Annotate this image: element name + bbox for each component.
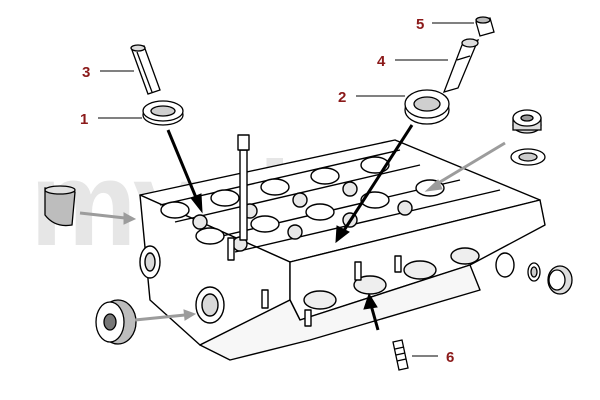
- gray-arrows: [79, 141, 506, 322]
- part-plug-right-lower: [527, 262, 573, 295]
- part-washer-right-top: [510, 148, 546, 166]
- part-plug-left: [95, 299, 137, 345]
- head-studs: [227, 134, 402, 327]
- part-shim-cap: [475, 16, 495, 37]
- front-ports: [139, 245, 225, 324]
- part-valve-guide: [130, 44, 161, 95]
- part-end-cap-left: [44, 185, 76, 227]
- cylinder-head: [139, 134, 546, 361]
- part-tappet-bucket: [442, 38, 480, 93]
- callout-6: 6: [446, 349, 454, 366]
- callout-4: 4: [377, 53, 386, 70]
- part-plug-right-top: [512, 109, 542, 134]
- end-plug-bore: [495, 252, 515, 278]
- callout-1: 1: [80, 111, 88, 128]
- part-seal-ring: [142, 100, 184, 126]
- callout-3: 3: [82, 64, 90, 81]
- part-stud: [392, 339, 409, 371]
- assembly-arrows: [166, 124, 414, 331]
- callout-labels: 1 2 3 4 5 6: [80, 16, 454, 366]
- callout-5: 5: [416, 16, 424, 33]
- callout-leaders: [98, 22, 474, 357]
- callout-2: 2: [338, 89, 346, 106]
- part-tappet-ring: [404, 89, 450, 125]
- side-ports: [303, 247, 480, 310]
